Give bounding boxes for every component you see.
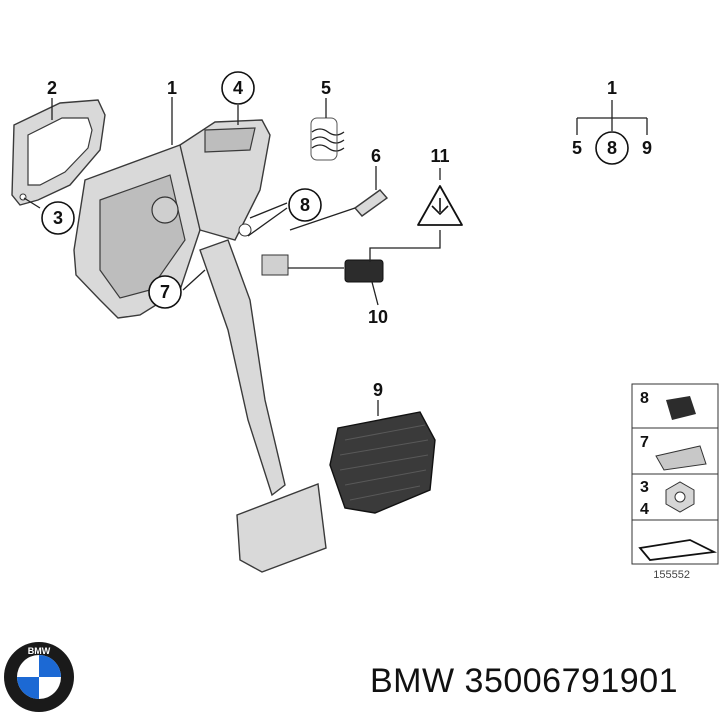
callout-9: 9 [373,380,383,400]
svg-text:3: 3 [53,208,63,228]
callout-2: 2 [47,78,57,98]
svg-text:5: 5 [572,138,582,158]
svg-text:5: 5 [321,78,331,98]
svg-text:6: 6 [371,146,381,166]
svg-text:4: 4 [233,78,243,98]
svg-text:BMW: BMW [28,646,51,656]
pin [353,189,389,217]
assembly-key: 1 5 8 9 [572,78,652,165]
callout-3: 3 [41,201,75,235]
switch [261,254,384,283]
svg-text:1: 1 [607,78,617,98]
return-spring [310,117,345,161]
callout-8: 8 [288,188,322,222]
svg-text:155552: 155552 [653,569,690,581]
svg-text:8: 8 [300,195,310,215]
pedal-arm [199,239,327,573]
svg-text:9: 9 [373,380,383,400]
bmw-logo-icon: BMW [4,642,74,712]
leader-lines [23,97,441,416]
part-number-caption: BMW 35006791901 [370,662,679,700]
svg-text:8: 8 [607,138,617,158]
callout-6: 6 [371,146,381,166]
svg-text:9: 9 [642,138,652,158]
callout-1: 1 [167,78,177,98]
svg-text:11: 11 [430,146,449,166]
gasket [11,99,106,206]
svg-text:7: 7 [640,434,649,451]
svg-text:4: 4 [640,501,649,518]
callout-4: 4 [221,71,255,105]
small-parts-legend: 8 7 3 4 155552 [631,383,719,581]
callout-11: 11 [430,146,449,166]
callout-5: 5 [321,78,331,98]
svg-text:8: 8 [640,390,649,407]
esd-warning-triangle-icon [417,185,463,226]
svg-text:10: 10 [368,307,388,327]
svg-text:3: 3 [640,479,649,496]
svg-text:1: 1 [167,78,177,98]
svg-text:2: 2 [47,78,57,98]
svg-text:7: 7 [160,282,170,302]
pedal-pad [329,411,436,514]
callout-10: 10 [368,307,388,327]
callout-7: 7 [148,275,182,309]
